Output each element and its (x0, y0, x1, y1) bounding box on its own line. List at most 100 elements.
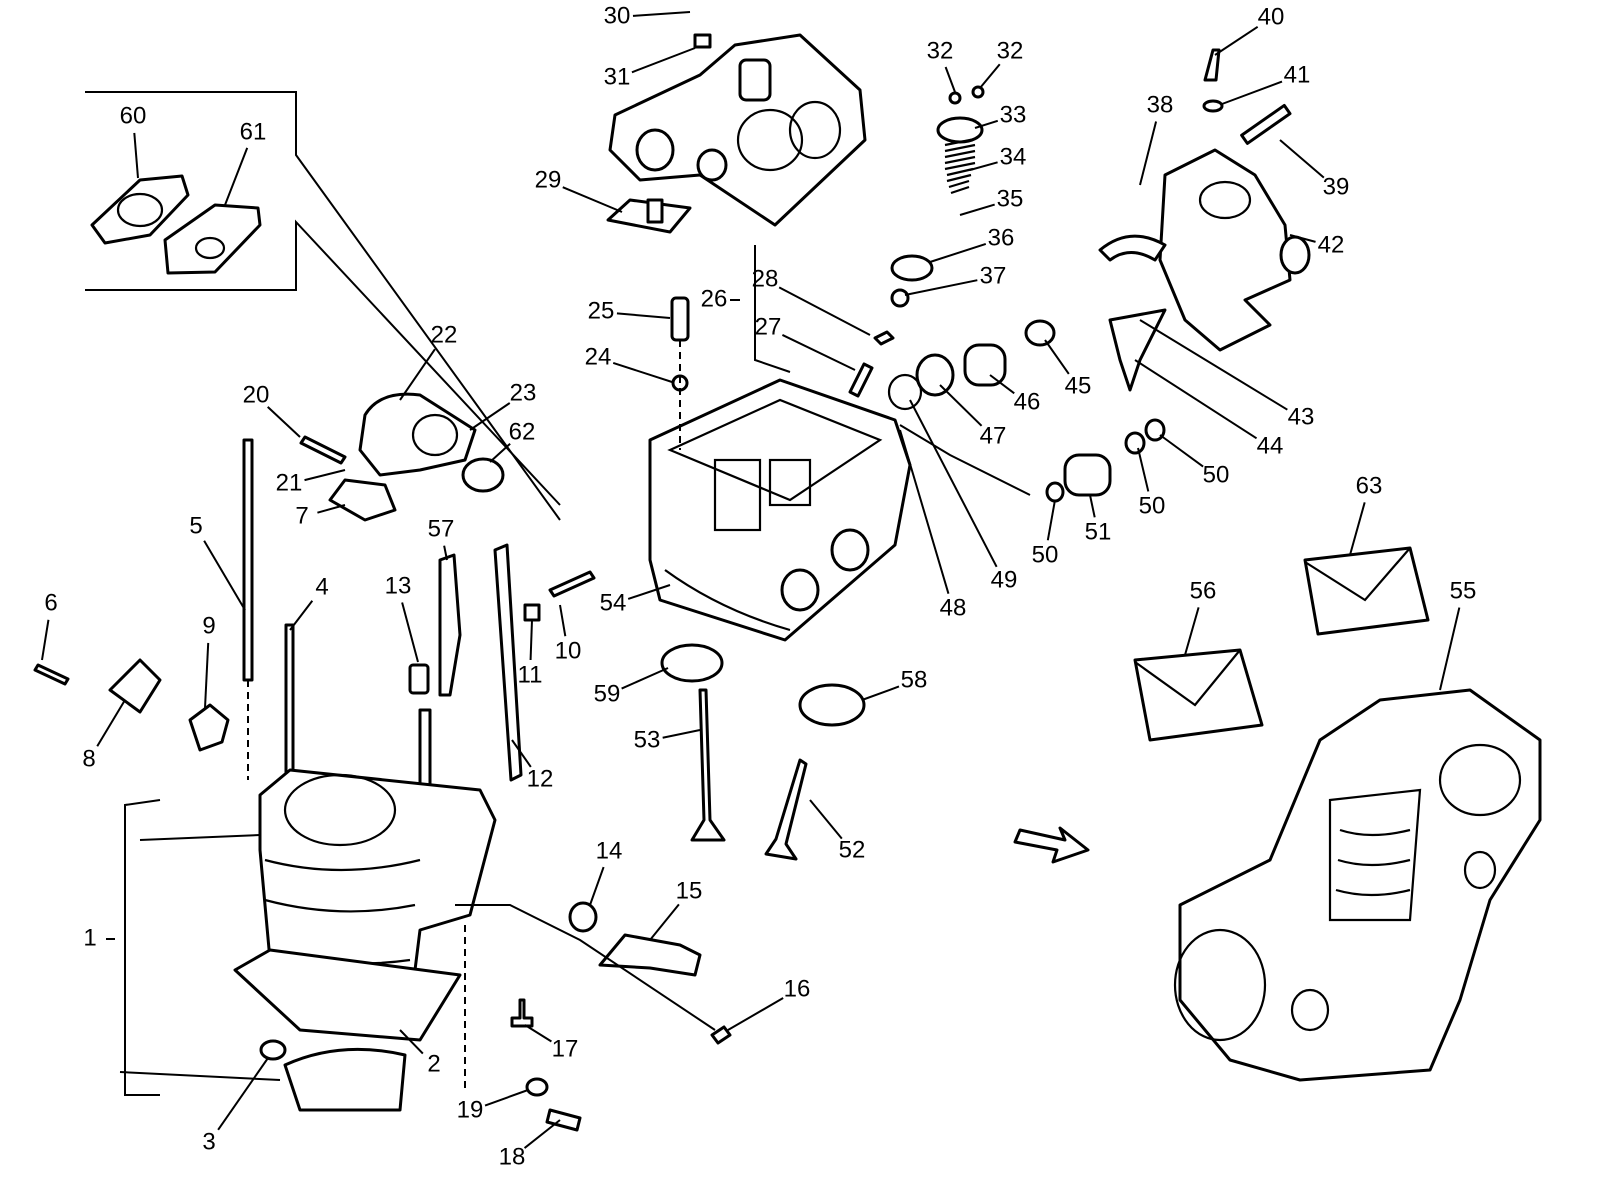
leader-line (899, 429, 950, 594)
part-callout-60: 60 (120, 102, 147, 129)
leader-line (289, 600, 314, 631)
leader-line (1089, 494, 1096, 518)
leader-line (1159, 434, 1204, 468)
part-callout-24: 24 (585, 343, 612, 370)
part-callout-36: 36 (988, 224, 1015, 251)
inset-box (85, 91, 561, 521)
part-callout-43: 43 (1288, 403, 1315, 430)
leader-line (778, 286, 871, 336)
leader-line (1046, 499, 1056, 541)
leader-line (612, 361, 673, 383)
coolant-elbow (455, 901, 732, 1132)
leader-line (529, 619, 533, 661)
leader-line (562, 186, 623, 213)
leader-line (1214, 25, 1259, 56)
leader-line (662, 729, 701, 739)
part-callout-42: 42 (1318, 231, 1345, 258)
part-callout-48: 48 (940, 594, 967, 621)
leader-line (632, 11, 691, 17)
part-callout-45: 45 (1065, 372, 1092, 399)
leader-line (809, 799, 843, 840)
part-callout-7: 7 (295, 502, 308, 529)
part-callout-30: 30 (604, 2, 631, 29)
leader-line (469, 402, 511, 431)
leader-line (1139, 121, 1158, 186)
valves (660, 643, 866, 861)
leader-line (904, 279, 978, 296)
part-callout-50: 50 (1032, 541, 1059, 568)
cylinder-head (648, 245, 912, 642)
part-callout-21: 21 (276, 469, 303, 496)
part-callout-10: 10 (555, 637, 582, 664)
leader-line (399, 1029, 424, 1055)
leader-line (204, 642, 210, 709)
leader-line (1439, 607, 1461, 691)
leader-line (203, 540, 246, 611)
part-callout-35: 35 (997, 185, 1024, 212)
leader-line (524, 1024, 552, 1043)
part-callout-38: 38 (1147, 91, 1174, 118)
part-callout-32: 32 (997, 37, 1024, 64)
leader-line (224, 147, 249, 206)
part-callout-13: 13 (385, 572, 412, 599)
leader-line (649, 903, 680, 941)
leader-line (133, 132, 139, 179)
part-callout-26: 26 (701, 285, 728, 312)
part-callout-53: 53 (634, 726, 661, 753)
part-callout-9: 9 (202, 612, 215, 639)
leader-line (1134, 359, 1258, 440)
part-callout-2: 2 (427, 1050, 440, 1077)
part-callout-4: 4 (315, 573, 328, 600)
part-callout-5: 5 (189, 512, 202, 539)
leader-line (523, 1119, 561, 1149)
part-callout-15: 15 (676, 877, 703, 904)
part-callout-62: 62 (509, 418, 536, 445)
leader-line (959, 203, 995, 216)
part-callout-19: 19 (457, 1096, 484, 1123)
leader-line (41, 619, 50, 661)
part-callout-27: 27 (755, 313, 782, 340)
leader-line (727, 997, 784, 1031)
part-callout-59: 59 (594, 680, 621, 707)
part-callout-1: 1 (83, 924, 96, 951)
leader-line (1221, 80, 1283, 105)
leader-line (217, 1057, 269, 1131)
part-callout-63: 63 (1356, 472, 1383, 499)
part-callout-23: 23 (510, 379, 537, 406)
leader-line (267, 406, 301, 438)
part-callout-18: 18 (499, 1143, 526, 1170)
part-callout-49: 49 (991, 566, 1018, 593)
part-callout-46: 46 (1014, 388, 1041, 415)
leader-line (939, 384, 983, 427)
leader-line (399, 348, 436, 401)
leader-line (969, 161, 998, 171)
part-callout-29: 29 (535, 166, 562, 193)
water-pump-housing (887, 48, 1311, 503)
part-callout-41: 41 (1284, 61, 1311, 88)
intake-manifold (299, 392, 505, 522)
part-callout-37: 37 (980, 262, 1007, 289)
part-callout-32: 32 (927, 37, 954, 64)
part-callout-58: 58 (901, 666, 928, 693)
part-callout-34: 34 (1000, 143, 1027, 170)
leader-line (1279, 139, 1325, 179)
cylinder (119, 768, 497, 1112)
leader-line (317, 504, 346, 514)
part-callout-44: 44 (1257, 432, 1284, 459)
leader-line (96, 699, 126, 747)
part-callout-14: 14 (596, 837, 623, 864)
part-callout-6: 6 (44, 589, 57, 616)
leader-line (484, 1089, 529, 1107)
part-callout-50: 50 (1203, 461, 1230, 488)
part-callout-55: 55 (1450, 577, 1477, 604)
part-callout-31: 31 (604, 63, 631, 90)
part-callout-20: 20 (243, 381, 270, 408)
leader-line (401, 602, 419, 663)
part-callout-12: 12 (527, 765, 554, 792)
leader-line (909, 399, 998, 568)
leader-line (559, 604, 567, 637)
leader-line (979, 63, 1001, 89)
part-callout-22: 22 (431, 321, 458, 348)
